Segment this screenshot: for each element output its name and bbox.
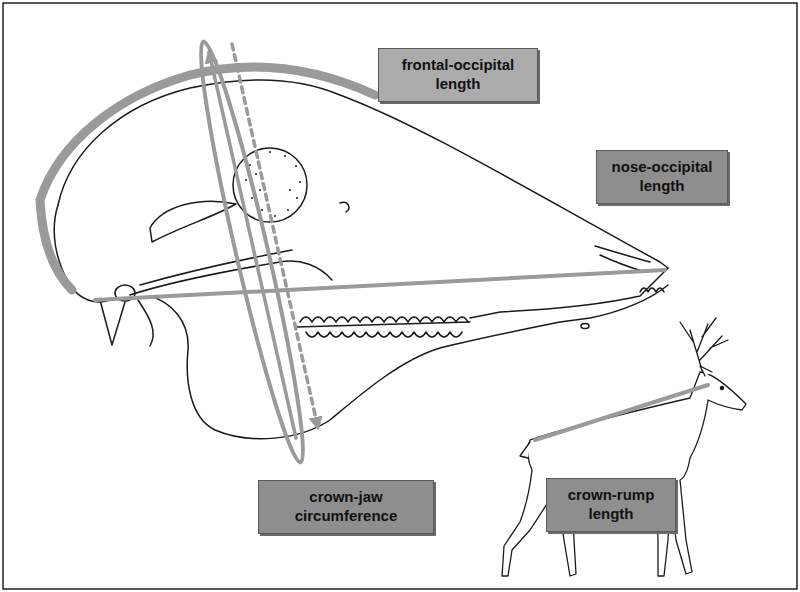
frame [3,3,797,589]
skull-lines [54,80,668,439]
measure-label: nose-occipital length [605,158,719,196]
measure-label-box: frontal-occipital length [378,48,538,102]
crown-rump-line [535,385,708,440]
measure-label-box: crown-jaw circumference [258,480,434,534]
measurement-lines [40,38,665,466]
measure-label: crown-jaw circumference [267,488,425,526]
measure-label-box: crown-rump length [546,478,676,532]
measure-label: frontal-occipital length [387,56,529,94]
measure-label: crown-rump length [555,486,667,524]
deer-figure [502,318,746,576]
measure-label-box: nose-occipital length [596,150,728,204]
